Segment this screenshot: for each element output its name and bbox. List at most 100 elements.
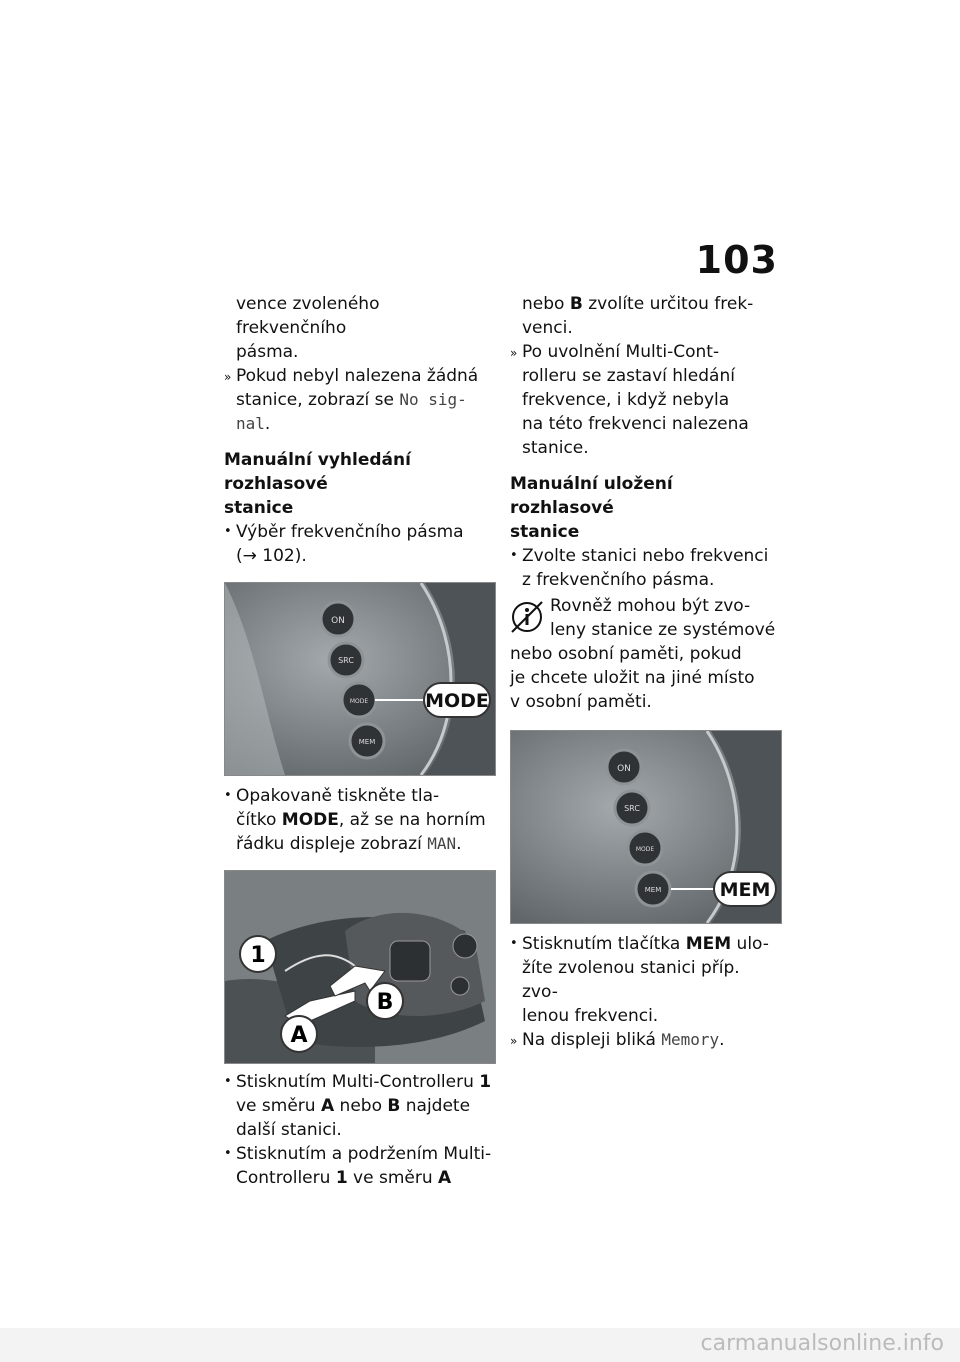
handlebar-buttons-photo: ON SRC MODE MEM MODE — [224, 582, 496, 776]
heading-line: stanice — [224, 498, 294, 518]
result-item: » Po uvolnění Multi-Cont- rolleru se zas… — [510, 340, 780, 460]
text-span: . — [719, 1030, 725, 1050]
bold-text: 1 — [479, 1072, 492, 1092]
text-line: řádku displeje zobrazí MAN. — [236, 832, 494, 856]
bullet-icon: • — [224, 524, 232, 539]
text-line: na této frekvenci nalezena — [522, 414, 749, 434]
text-line: Stisknutím Multi-Controlleru 1 — [236, 1070, 494, 1094]
text-line: z frekvenčního pásma. — [522, 570, 715, 590]
info-note: Rovněž mohou být zvo- leny stanice ze sy… — [510, 594, 780, 714]
text-span: . — [456, 834, 462, 854]
result-arrow-icon: » — [510, 1034, 518, 1048]
display-text: Memory — [661, 1030, 720, 1049]
text-line: Opakovaně tiskněte tla- — [236, 786, 440, 806]
text-span: zvolíte určitou frek- — [582, 294, 754, 314]
bullet-icon: • — [510, 936, 518, 951]
text-span: Na displeji bliká — [522, 1030, 662, 1050]
text-line: Na displeji bliká Memory. — [522, 1028, 780, 1052]
bullet-item: • Stisknutím tlačítka MEM ulo- žíte zvol… — [510, 932, 780, 1028]
text-line: Po uvolnění Multi-Cont- — [522, 342, 720, 362]
multi-controller-photo: 1 A B — [224, 870, 496, 1064]
text-line: vence zvoleného frekvenčního — [236, 294, 380, 338]
label-b: B — [377, 990, 394, 1015]
page-reference-link[interactable]: (→ 102). — [236, 546, 307, 566]
mem-callout — [713, 871, 777, 907]
text-line: stanice. — [522, 438, 589, 458]
svg-text:MODE: MODE — [636, 846, 655, 853]
bullet-item: • Výběr frekvenčního pásma (→ 102). — [224, 520, 494, 568]
result-item: » Pokud nebyl nalezena žádná stanice, zo… — [224, 364, 494, 436]
bold-text: B — [569, 294, 583, 314]
svg-text:SRC: SRC — [624, 804, 640, 813]
label-1: 1 — [250, 943, 265, 968]
text-line: frekvence, i když nebyla — [522, 390, 730, 410]
bold-text: B — [387, 1096, 401, 1116]
text-span: Controlleru — [236, 1168, 336, 1188]
text-line: Pokud nebyl nalezena žádná — [236, 366, 479, 386]
text-line: Rovněž mohou být zvo- — [550, 596, 751, 616]
left-column: vence zvoleného frekvenčního pásma. » Po… — [224, 292, 496, 1190]
bold-text: A — [320, 1096, 335, 1116]
text-span: ulo- — [731, 934, 769, 954]
bold-text: MODE — [281, 810, 339, 830]
right-column: nebo B zvolíte určitou frek- venci. » Po… — [510, 292, 782, 1052]
text-span: , až se na horním — [338, 810, 486, 830]
mem-callout-label: MEM — [720, 879, 771, 901]
text-line: ve směru A nebo B najdete — [236, 1094, 494, 1118]
bold-text: A — [438, 1168, 452, 1188]
heading-line: stanice — [510, 522, 580, 542]
mem-button-photo: ON SRC MODE MEM MEM — [510, 730, 782, 924]
text-line: žíte zvolenou stanici příp. zvo- — [522, 958, 740, 1002]
bullet-item: • Zvolte stanici nebo frekvenci z frekve… — [510, 544, 780, 592]
text-line: lenou frekvenci. — [522, 1006, 659, 1026]
svg-text:MODE: MODE — [350, 698, 369, 705]
svg-text:ON: ON — [617, 764, 631, 774]
text-line: Stisknutím a podržením Multi- — [236, 1144, 492, 1164]
svg-text:MEM: MEM — [359, 738, 376, 746]
text-span: nebo — [522, 294, 570, 314]
text-line: Stisknutím tlačítka MEM ulo- — [522, 932, 780, 956]
bullet-icon: • — [510, 548, 518, 563]
text-line: Výběr frekvenčního pásma — [236, 522, 464, 542]
display-text: No sig- — [399, 390, 467, 409]
text-span: řádku displeje zobrazí — [236, 834, 428, 854]
page-number: 103 — [695, 238, 778, 282]
result-arrow-icon: » — [224, 370, 232, 384]
text-span: ve směru — [347, 1168, 439, 1188]
bullet-item: • Stisknutím a podržením Multi- Controll… — [224, 1142, 494, 1190]
mode-callout — [423, 682, 491, 718]
svg-text:MEM: MEM — [645, 886, 662, 894]
bullet-item: • Stisknutím Multi-Controlleru 1 ve směr… — [224, 1070, 494, 1142]
display-text: nal — [236, 414, 265, 433]
text-line: stanice, zobrazí se No sig- — [236, 388, 494, 412]
heading-line: Manuální uložení rozhlasové — [510, 474, 673, 518]
svg-text:SRC: SRC — [338, 656, 354, 665]
section-heading: Manuální vyhledání rozhlasové stanice — [224, 448, 494, 520]
button-src: SRC — [327, 641, 365, 679]
svg-text:ON: ON — [331, 616, 345, 626]
text-span: ve směru — [236, 1096, 321, 1116]
text-line: Controlleru 1 ve směru A — [236, 1166, 494, 1190]
text-line: nebo B zvolíte určitou frek- — [510, 292, 780, 316]
text-span: nebo — [334, 1096, 388, 1116]
text-line: venci. — [522, 318, 573, 338]
bold-text: MEM — [685, 934, 732, 954]
button-mode: MODE — [340, 681, 378, 719]
heading-line: Manuální vyhledání rozhlasové — [224, 450, 411, 494]
text-span: najdete — [400, 1096, 471, 1116]
text-line: nebo osobní paměti, pokud — [510, 644, 742, 664]
watermark-text: carmanualsonline.info — [700, 1331, 944, 1356]
mode-callout-label: MODE — [425, 690, 489, 712]
text-line: je chcete uložit na jiné místo — [510, 668, 755, 688]
bullet-icon: • — [224, 1074, 232, 1089]
text-line: čítko MODE, až se na horním — [236, 808, 494, 832]
display-text: MAN — [427, 834, 457, 853]
text-line: leny stanice ze systémové — [550, 620, 776, 640]
text-span: čítko — [236, 810, 282, 830]
text-span: Stisknutím Multi-Controlleru — [236, 1072, 480, 1092]
text-line: nal. — [236, 412, 494, 436]
bullet-icon: • — [224, 788, 232, 803]
text-span: Stisknutím tlačítka — [522, 934, 686, 954]
label-a: A — [290, 1023, 307, 1048]
text-line: Zvolte stanici nebo frekvenci — [522, 546, 769, 566]
